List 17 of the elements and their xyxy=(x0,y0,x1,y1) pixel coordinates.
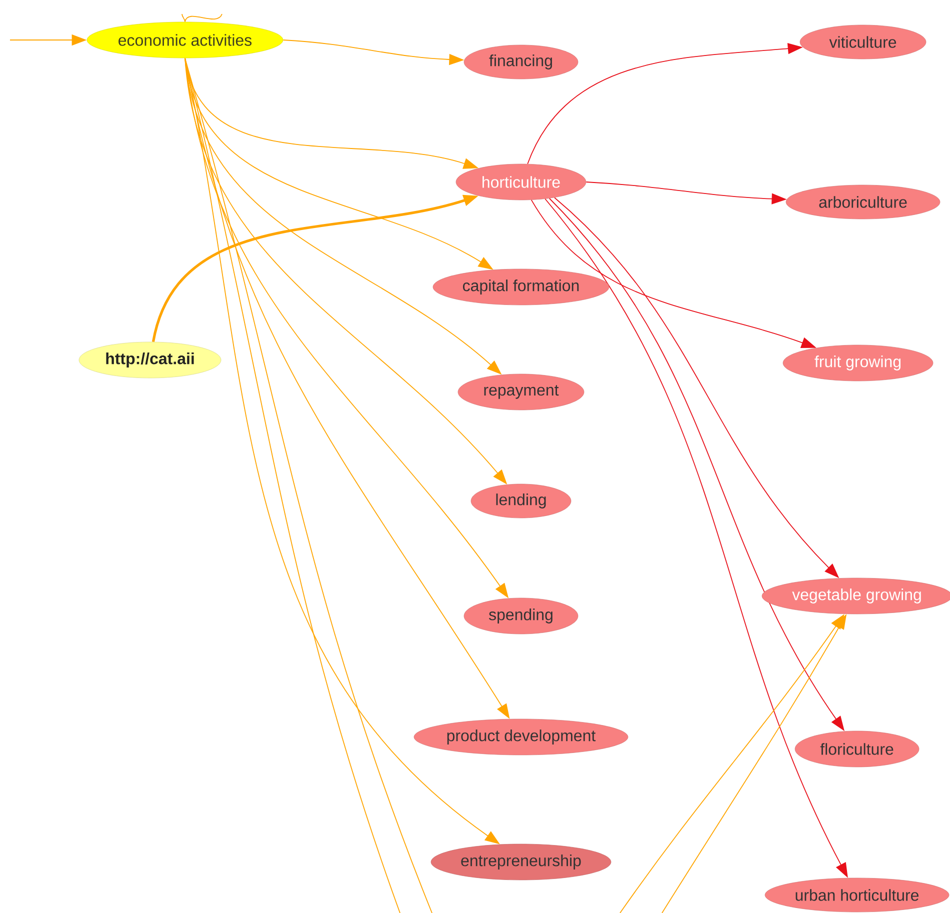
ellipse-node: spending xyxy=(464,598,578,634)
ellipse-node: lending xyxy=(470,484,572,518)
ellipse-node: horticulture xyxy=(456,164,586,200)
ellipse-node: http://cat.aii xyxy=(78,342,222,378)
ellipse-node: product development xyxy=(414,718,628,756)
ellipse-node: repayment xyxy=(458,374,584,410)
line xyxy=(184,14,222,22)
ellipse-node: vegetable growing xyxy=(762,578,950,614)
ellipse-node: economic activities xyxy=(86,22,284,58)
ellipse-node: viticulture xyxy=(800,24,926,60)
ellipse-node: entrepreneurship xyxy=(430,844,612,880)
ellipse-node: floriculture xyxy=(794,730,920,768)
ellipse-node: financing xyxy=(464,44,578,80)
ellipse-node: capital formation xyxy=(432,268,610,306)
ellipse-node: urban horticulture xyxy=(764,878,950,912)
ellipse-node: arboriculture xyxy=(786,184,940,220)
ellipse-node: fruit growing xyxy=(782,344,934,382)
